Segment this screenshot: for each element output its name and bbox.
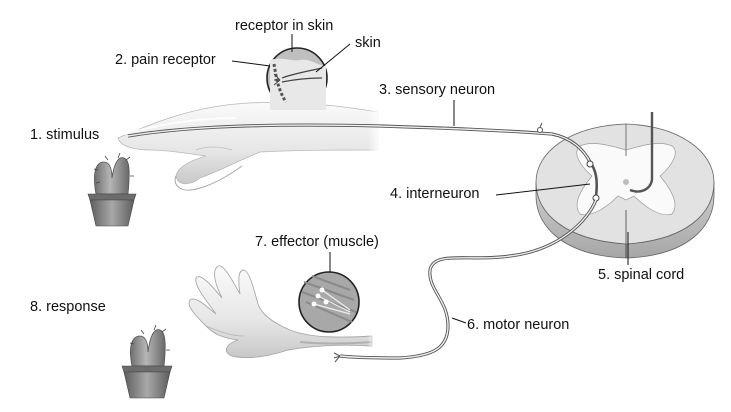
motor-neuron bbox=[333, 199, 598, 363]
leader-lines bbox=[231, 34, 629, 324]
leader-interneuron bbox=[495, 183, 591, 196]
label-response: 8. response bbox=[30, 299, 106, 315]
skin-receptor-inset bbox=[266, 47, 328, 110]
label-stimulus: 1. stimulus bbox=[30, 127, 100, 143]
label-receptor-in-skin: receptor in skin bbox=[235, 18, 334, 34]
leader-skin bbox=[315, 43, 351, 73]
interneuron bbox=[586, 112, 654, 202]
cactus-stimulus bbox=[87, 152, 137, 227]
spinal-cord-section bbox=[535, 123, 715, 259]
leader-motor-neuron bbox=[451, 317, 467, 324]
label-interneuron: 4. interneuron bbox=[390, 186, 480, 202]
label-sensory-neuron: 3. sensory neuron bbox=[379, 82, 496, 98]
label-pain-receptor: 2. pain receptor bbox=[115, 52, 216, 68]
leader-pain-receptor bbox=[231, 60, 271, 67]
label-skin: skin bbox=[355, 35, 381, 51]
label-spinal-cord: 5. spinal cord bbox=[598, 267, 685, 283]
upper-hand-pointing bbox=[117, 98, 380, 191]
label-effector: 7. effector (muscle) bbox=[255, 234, 379, 250]
sensory-neuron bbox=[127, 122, 592, 163]
lower-hand-withdrawn bbox=[188, 265, 376, 359]
cactus-response bbox=[121, 324, 173, 399]
label-motor-neuron: 6. motor neuron bbox=[467, 317, 570, 333]
muscle-effector-inset bbox=[298, 271, 360, 333]
